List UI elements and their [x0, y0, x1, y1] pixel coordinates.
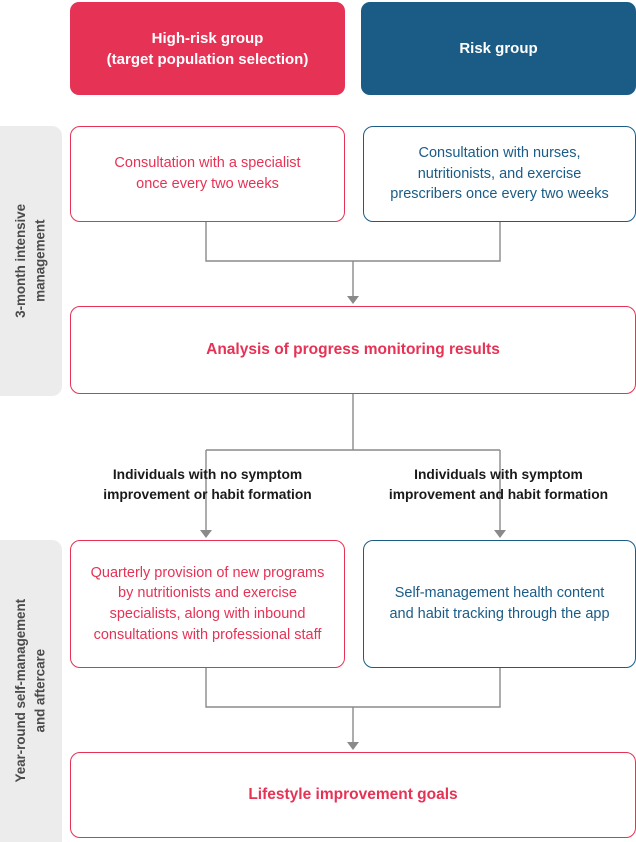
- arrowhead-to-selfmgmt: [494, 530, 506, 538]
- arrowhead-to-goals: [347, 742, 359, 750]
- header-high-risk-group: High-risk group (target population selec…: [70, 2, 345, 95]
- branch-label-improvement: Individuals with symptom improvement and…: [388, 467, 609, 502]
- box-progress-analysis: Analysis of progress monitoring results: [70, 306, 636, 394]
- header-risk-group: Risk group: [361, 2, 636, 95]
- box-self-management-app: Self-management health content and habit…: [363, 540, 636, 668]
- phase-rail-intensive-label: 3-month intensive management: [13, 204, 48, 318]
- box-lifestyle-goals: Lifestyle improvement goals: [70, 752, 636, 838]
- branch-label-no-improvement: Individuals with no symptom improvement …: [103, 467, 312, 502]
- box-quarterly-programs: Quarterly provision of new programs by n…: [70, 540, 345, 668]
- box-specialist-consultation: Consultation with a specialist once ever…: [70, 126, 345, 222]
- arrowhead-to-analysis: [347, 296, 359, 304]
- merge-bottom-bracket: [205, 668, 501, 708]
- arrowhead-to-quarterly: [200, 530, 212, 538]
- box-nurse-consultation: Consultation with nurses, nutritionists,…: [363, 126, 636, 222]
- merge-top-bracket: [205, 222, 501, 262]
- phase-rail-intensive: 3-month intensive management: [0, 126, 62, 396]
- phase-rail-aftercare-label: Year-round self-management and aftercare: [13, 599, 48, 783]
- phase-rail-aftercare: Year-round self-management and aftercare: [0, 540, 62, 842]
